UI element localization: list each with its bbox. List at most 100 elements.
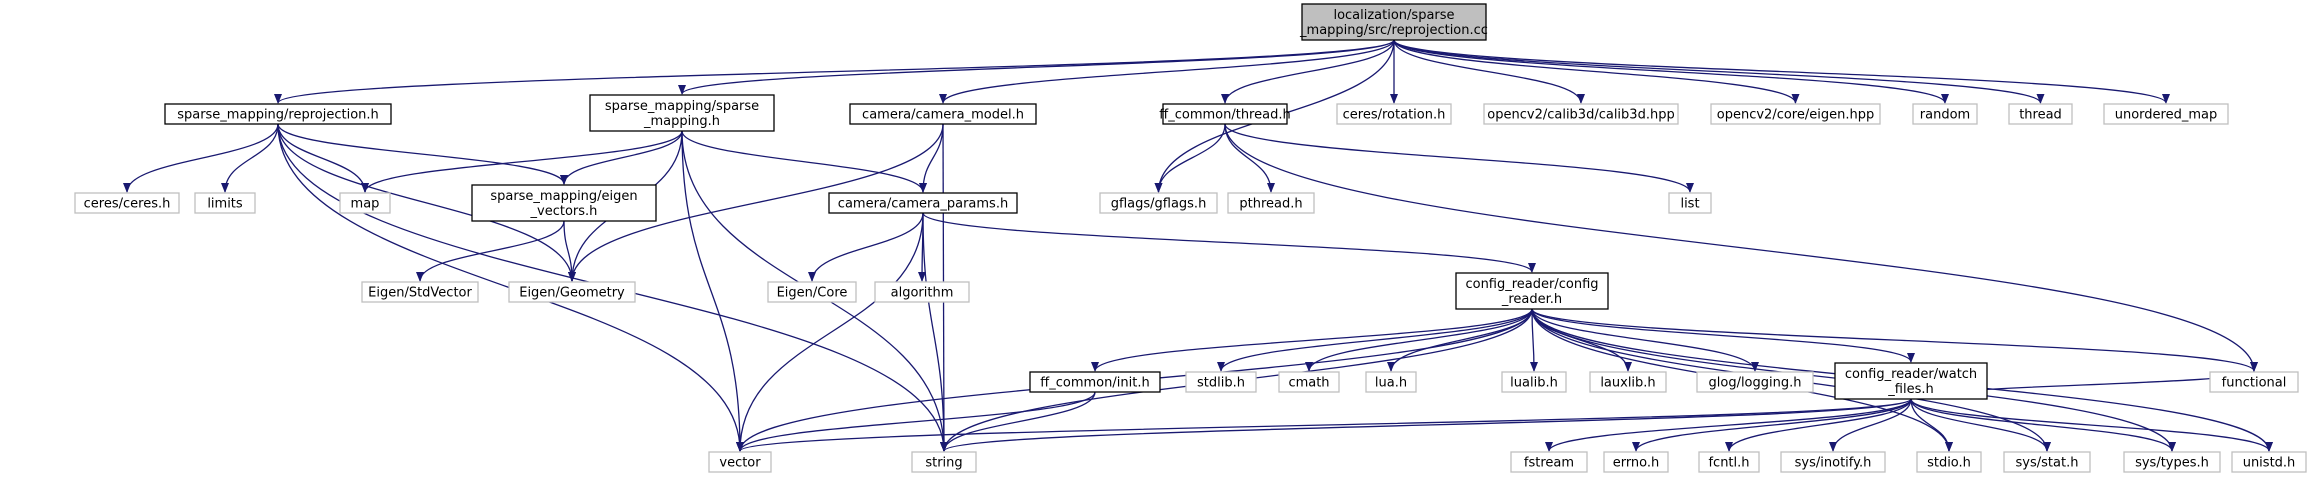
edge-thread_h-to-gflags	[1154, 123, 1226, 193]
edge-camera_params_h-to-string	[922, 212, 948, 452]
edge-watch_files_h-to-sys_stat	[1910, 398, 2051, 452]
node-label: map	[351, 197, 380, 212]
node-config-reader-h[interactable]: config_reader/config_reader.h	[1455, 272, 1609, 310]
node-calib3d: opencv2/calib3d/calib3d.hpp	[1483, 103, 1679, 125]
edge-camera_model_h-to-geometry	[568, 123, 944, 282]
edge-init_h-to-vector	[736, 391, 1096, 452]
node-sys-stat: sys/stat.h	[2003, 451, 2091, 473]
node-label: _mapping/src/reprojection.cc	[1299, 23, 1488, 38]
edge-config_reader_h-to-lauxlib	[1531, 308, 1632, 372]
edge-config_reader_h-to-functional	[1531, 308, 2258, 372]
node-label: functional	[2222, 376, 2287, 391]
node-geometry: Eigen/Geometry	[508, 281, 636, 303]
node-cmath: cmath	[1278, 371, 1340, 393]
edge-reproj_h-to-map	[277, 123, 369, 193]
edge-reproj_h-to-ceres_h	[123, 123, 279, 193]
edge-root-to-sparse_mapping_h	[678, 39, 1395, 95]
edge-root-to-calib3d	[1393, 39, 1585, 104]
node-label: string	[925, 456, 962, 471]
node-root[interactable]: localization/sparse_mapping/src/reprojec…	[1299, 3, 1488, 41]
edge-watch_files_h-to-sys_types	[1910, 398, 2176, 452]
node-label: Eigen/StdVector	[368, 286, 472, 301]
edge-root-to-cv_eigen	[1393, 39, 1800, 104]
node-box	[828, 192, 1018, 214]
node-thread: thread	[2008, 103, 2073, 125]
node-watch-files-h[interactable]: config_reader/watch_files.h	[1834, 362, 1988, 400]
node-box	[1365, 371, 1417, 393]
edge-root-to-thread_h	[1221, 39, 1395, 104]
node-thread-h[interactable]: ff_common/thread.h	[1159, 103, 1291, 125]
node-label: pthread.h	[1239, 197, 1302, 212]
node-stdio: stdio.h	[1916, 451, 1982, 473]
node-label: unistd.h	[2243, 456, 2296, 471]
node-eigen-core: Eigen/Core	[767, 281, 857, 303]
edge-config_reader_h-to-watch_files_h	[1531, 308, 1915, 363]
node-box	[1912, 103, 1978, 125]
edge-eigen_vectors_h-to-stdvector	[416, 220, 565, 282]
node-string: string	[911, 451, 977, 473]
node-label: unordered_map	[2115, 108, 2218, 123]
node-box	[708, 451, 772, 473]
node-label: ceres/rotation.h	[1343, 108, 1446, 123]
edge-root-to-thread	[1393, 39, 2045, 104]
edge-watch_files_h-to-stdio	[1910, 398, 1953, 452]
node-label: sparse_mapping/reprojection.h	[177, 108, 379, 123]
node-box	[1510, 451, 1588, 473]
edge-config_reader_h-to-lua	[1387, 308, 1533, 372]
node-box	[164, 103, 392, 125]
node-label: config_reader/config	[1465, 277, 1598, 292]
node-lua: lua.h	[1365, 371, 1417, 393]
node-box	[1710, 103, 1881, 125]
node-camera-model-h[interactable]: camera/camera_model.h	[849, 103, 1037, 125]
edge-watch_files_h-to-unistd	[1910, 398, 2273, 452]
node-ceres-h: ceres/ceres.h	[74, 192, 180, 214]
edge-init_h-to-string	[940, 391, 1096, 452]
node-label: _vectors.h	[530, 204, 598, 219]
node-box	[1696, 371, 1814, 393]
node-box	[339, 192, 391, 214]
nodes-layer: localization/sparse_mapping/src/reprojec…	[74, 3, 2307, 473]
node-camera-params-h[interactable]: camera/camera_params.h	[828, 192, 1018, 214]
node-box	[767, 281, 857, 303]
node-box	[589, 94, 775, 132]
node-unordered-map: unordered_map	[2103, 103, 2229, 125]
node-label: lauxlib.h	[1600, 376, 1655, 391]
node-box	[1603, 451, 1669, 473]
node-label: opencv2/core/eigen.hpp	[1717, 108, 1874, 123]
node-unistd: unistd.h	[2231, 451, 2307, 473]
node-label: sys/types.h	[2135, 456, 2209, 471]
node-stdvector: Eigen/StdVector	[361, 281, 479, 303]
node-map: map	[339, 192, 391, 214]
edge-sparse_mapping_h-to-camera_params_h	[681, 130, 927, 193]
node-fstream: fstream	[1510, 451, 1588, 473]
node-sparse-mapping-h[interactable]: sparse_mapping/sparse_mapping.h	[589, 94, 775, 132]
edge-root-to-random	[1393, 39, 1949, 104]
node-algorithm: algorithm	[874, 281, 970, 303]
node-box	[2008, 103, 2073, 125]
node-box	[1336, 103, 1452, 125]
node-label: glog/logging.h	[1709, 376, 1802, 391]
node-cv-eigen: opencv2/core/eigen.hpp	[1710, 103, 1881, 125]
edge-sparse_mapping_h-to-eigen_vectors_h	[560, 130, 683, 185]
node-eigen-vectors-h[interactable]: sparse_mapping/eigen_vectors.h	[471, 184, 657, 222]
node-box	[911, 451, 977, 473]
node-label: stdio.h	[1927, 456, 1971, 471]
node-box	[2123, 451, 2221, 473]
node-label: stdlib.h	[1197, 376, 1245, 391]
node-label: camera/camera_model.h	[862, 108, 1024, 123]
node-box	[849, 103, 1037, 125]
edge-camera_params_h-to-eigen_core	[808, 212, 924, 282]
node-label: lua.h	[1375, 376, 1407, 391]
node-label: Eigen/Geometry	[519, 286, 625, 301]
node-label: fcntl.h	[1708, 456, 1749, 471]
edge-config_reader_h-to-init_h	[1091, 308, 1533, 372]
edge-sparse_mapping_h-to-vector	[681, 130, 744, 452]
edge-reproj_h-to-eigen_vectors_h	[277, 123, 568, 185]
node-label: _reader.h	[1501, 292, 1562, 307]
edge-reproj_h-to-limits	[221, 123, 279, 193]
node-fcntl: fcntl.h	[1698, 451, 1760, 473]
node-gflags: gflags/gflags.h	[1099, 192, 1218, 214]
node-reproj-h[interactable]: sparse_mapping/reprojection.h	[164, 103, 392, 125]
node-init-h[interactable]: ff_common/init.h	[1029, 371, 1161, 393]
node-label: cmath	[1288, 376, 1329, 391]
